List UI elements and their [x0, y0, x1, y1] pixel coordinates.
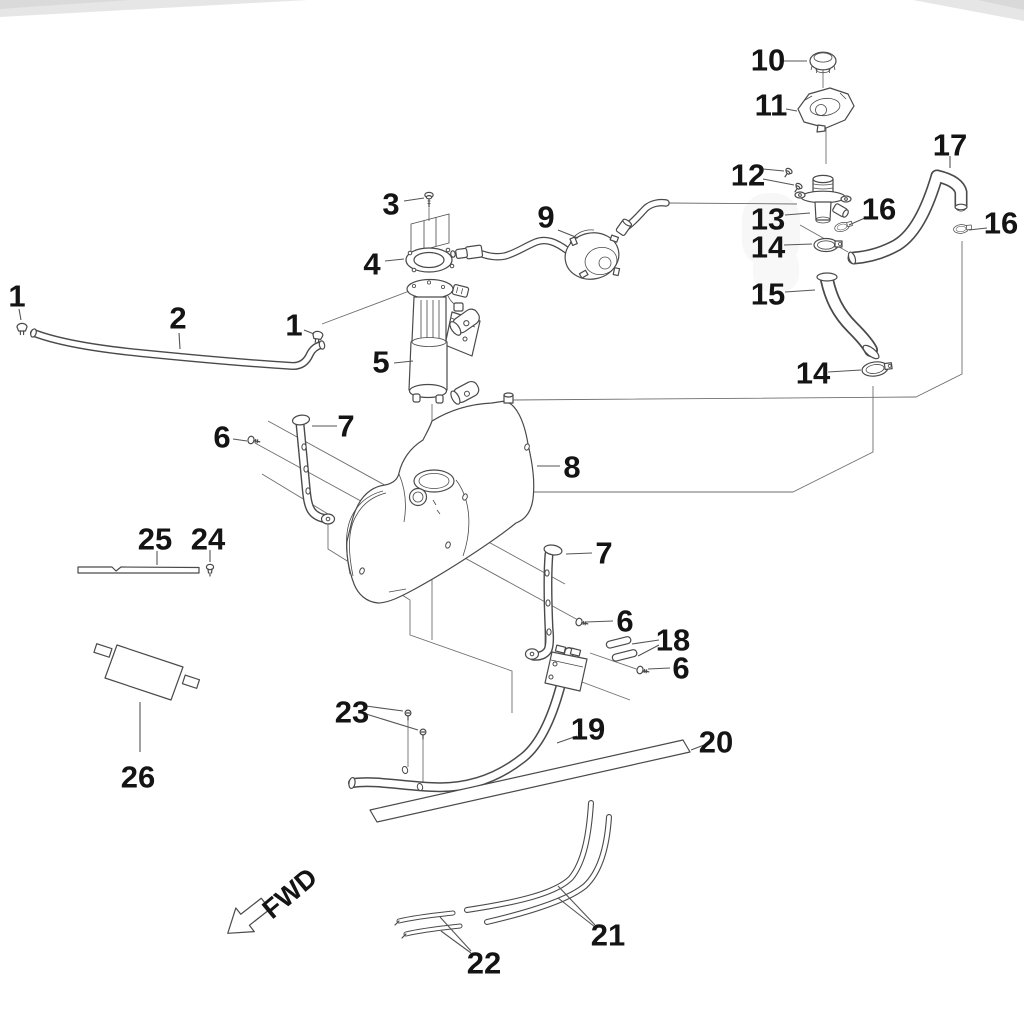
callout-14-hose-clamp: 14: [751, 230, 786, 265]
tank-vent-nipple: [503, 392, 514, 404]
hose-clip-1-right: [312, 330, 324, 344]
fwd-label: FWD: [257, 862, 323, 925]
part-fuel-hose-2: [30, 328, 326, 370]
callout-6-bolt: 6: [672, 651, 689, 686]
callout-13-filler-neck: 13: [751, 202, 785, 237]
callout-3-screw: 3: [382, 187, 399, 222]
part-clamp-16-right: [953, 224, 972, 234]
callout-25-trim-strip: 25: [138, 522, 172, 557]
callout-9-valve-assembly: 9: [537, 200, 554, 235]
part-bracket-19: [348, 644, 588, 793]
callout-7-tank-strap-left: 7: [337, 409, 354, 444]
part-filler-hose-15: [816, 272, 880, 360]
part-screws-12: [784, 167, 803, 193]
callout-26-fuel-filter: 26: [121, 760, 155, 795]
part-bolt-6-a: [247, 435, 261, 445]
part-strip-20: [369, 739, 691, 823]
part-pads-18: [605, 636, 638, 662]
fwd-arrow-icon: [227, 897, 271, 934]
callout-23-screws: 23: [335, 695, 369, 730]
part-clamp-14-lower: [861, 361, 893, 377]
hose-clip-1-left: [16, 322, 28, 336]
callout-1-hose-clip: 1: [8, 279, 25, 314]
callout-5-fuel-pump-module: 5: [372, 345, 389, 380]
part-filler-neck-13: [794, 174, 852, 224]
callout-8-fuel-tank: 8: [563, 450, 580, 485]
part-valve-assembly-9: [450, 198, 670, 280]
part-fuel-filter-26: [93, 643, 201, 701]
leader-lines: [18, 60, 988, 954]
callout-12-screws: 12: [731, 158, 765, 193]
callout-15-filler-hose: 15: [751, 277, 785, 312]
callout-20-protector-strip: 20: [699, 725, 733, 760]
part-vent-hose-17: [847, 169, 968, 265]
callout-11-filler-housing: 11: [755, 88, 788, 123]
part-fuel-tank-8: [346, 392, 535, 604]
part-screw-3: [424, 191, 434, 208]
callout-24-screw: 24: [191, 522, 226, 557]
callout-17-vent-hose: 17: [933, 128, 967, 163]
callout-16-clamp: 16: [862, 192, 896, 227]
part-clamp-14-upper: [813, 237, 843, 253]
callout-14-hose-clamp: 14: [796, 356, 831, 391]
part-filler-housing-11: [797, 87, 855, 133]
callout-6-bolt: 6: [616, 604, 633, 639]
callout-10-fuel-cap: 10: [751, 43, 785, 78]
watermark: [742, 193, 800, 292]
part-strap-7-left: [291, 414, 336, 525]
part-hoses-21: [464, 800, 612, 925]
fwd-indicator: FWD: [227, 862, 323, 934]
part-screw-24: [205, 563, 215, 577]
part-fuel-cap-10: [809, 51, 837, 74]
callout-2-fuel-hose: 2: [169, 301, 186, 336]
part-bolt-6-b: [575, 617, 589, 627]
part-fuel-pump-5: [406, 278, 481, 405]
callout-16-clamp: 16: [984, 206, 1018, 241]
callout-1-hose-clip: 1: [285, 308, 302, 343]
part-screws-23: [404, 709, 427, 740]
page-corner-decorations: [0, 0, 1024, 21]
phantom-lines: [254, 74, 963, 785]
part-strap-7-right: [524, 544, 563, 661]
part-strip-25: [77, 566, 200, 574]
callout-7-tank-strap-right: 7: [595, 536, 612, 571]
part-strips-22: [394, 910, 463, 939]
callout-18-rubber-pads: 18: [656, 623, 690, 658]
callout-21-drain-hoses: 21: [591, 918, 625, 953]
part-retainer-ring-4: [405, 213, 455, 273]
callout-19-support-bracket: 19: [571, 712, 605, 747]
part-clamp-16-upper: [834, 220, 853, 232]
callout-4-pump-retainer-ring: 4: [363, 247, 381, 282]
callout-22-rubber-strips: 22: [467, 946, 501, 981]
callout-6-bolt: 6: [213, 420, 230, 455]
part-bolt-6-c: [636, 665, 650, 675]
